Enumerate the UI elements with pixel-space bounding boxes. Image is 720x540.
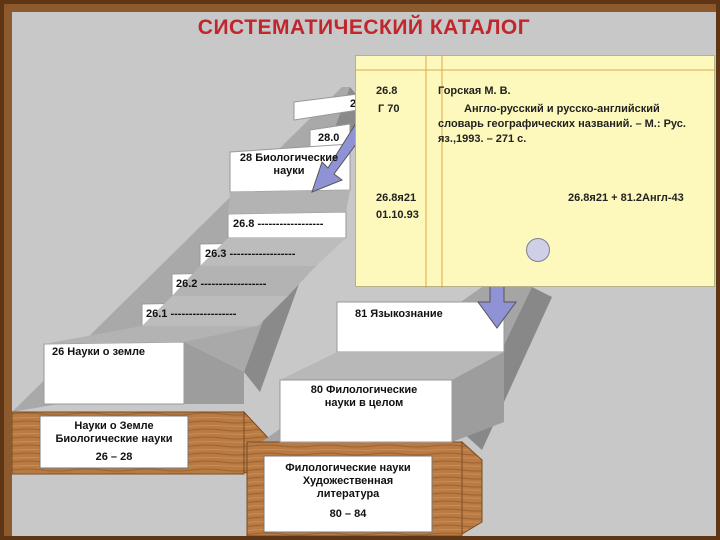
- catalog-card-lines: [356, 56, 716, 288]
- card-description: Англо-русский и русско-английский словар…: [438, 102, 712, 147]
- card-author-mark: Г 70: [378, 103, 400, 115]
- left-front-range: 26 – 28: [95, 451, 133, 463]
- card-rod-hole: [526, 238, 550, 262]
- right-card-stack: [279, 301, 505, 443]
- card-label-80-line2: науки в целом: [324, 397, 404, 409]
- card-author: Горская М. В.: [438, 85, 511, 97]
- right-front-range: 80 – 84: [329, 508, 367, 520]
- card-label-26: 26 Науки о земле: [52, 346, 145, 358]
- card-label-28-0: 28.0: [318, 132, 340, 144]
- card-label-2: 2: [350, 98, 357, 110]
- left-front-line1: Науки о Земле: [74, 420, 154, 432]
- card-shelf-code: 26.8я21: [376, 192, 417, 204]
- card-label-26-1: 26.1 ------------------: [146, 308, 237, 320]
- card-label-28: 28 Биологические науки: [230, 152, 348, 178]
- left-front-label-card: [39, 415, 189, 469]
- card-label-80: 80 Филологические науки в целом: [280, 384, 448, 410]
- catalog-card: 26.8 Горская М. В. Г 70 Англо-русский и …: [355, 55, 716, 288]
- card-index-formula: 26.8я21 + 81.2Англ-43: [568, 192, 684, 204]
- left-front-label: Науки о Земле Биологические науки 26 – 2…: [40, 420, 188, 464]
- card-label-26-3: 26.3 ------------------: [205, 248, 296, 260]
- left-front-line2: Биологические науки: [55, 433, 173, 445]
- card-description-line3: яз.,1993. – 271 с.: [438, 133, 527, 145]
- page-title: СИСТЕМАТИЧЕСКИЙ КАТАЛОГ: [197, 16, 531, 39]
- card-label-81: 81 Языкознание: [355, 308, 443, 320]
- right-front-label: Филологические науки Художественная лите…: [264, 462, 432, 521]
- card-label-26-2: 26.2 ------------------: [176, 278, 267, 290]
- right-front-line3: литература: [316, 488, 380, 500]
- right-front-line1: Филологические науки: [285, 462, 411, 474]
- diagram-canvas: СИСТЕМАТИЧЕСКИЙ КАТАЛОГ 2 28.0 28 Биолог…: [12, 12, 716, 536]
- left-card-stack: [43, 93, 359, 405]
- right-front-line2: Художественная: [302, 475, 394, 487]
- card-description-line2: словарь географических названий. – М.: Р…: [438, 118, 686, 130]
- card-description-line1: Англо-русский и русско-английский: [464, 103, 660, 115]
- card-label-28-line2: науки: [273, 165, 305, 177]
- catalog-scene: [12, 87, 552, 536]
- card-label-28-line1: 28 Биологические: [239, 152, 339, 164]
- card-class-code: 26.8: [376, 85, 398, 97]
- right-drawer-wood-side: [461, 440, 483, 535]
- card-date: 01.10.93: [376, 209, 419, 221]
- card-label-80-line1: 80 Филологические: [310, 384, 418, 396]
- card-label-26-8: 26.8 ------------------: [233, 218, 324, 230]
- right-front-label-card: [263, 455, 433, 533]
